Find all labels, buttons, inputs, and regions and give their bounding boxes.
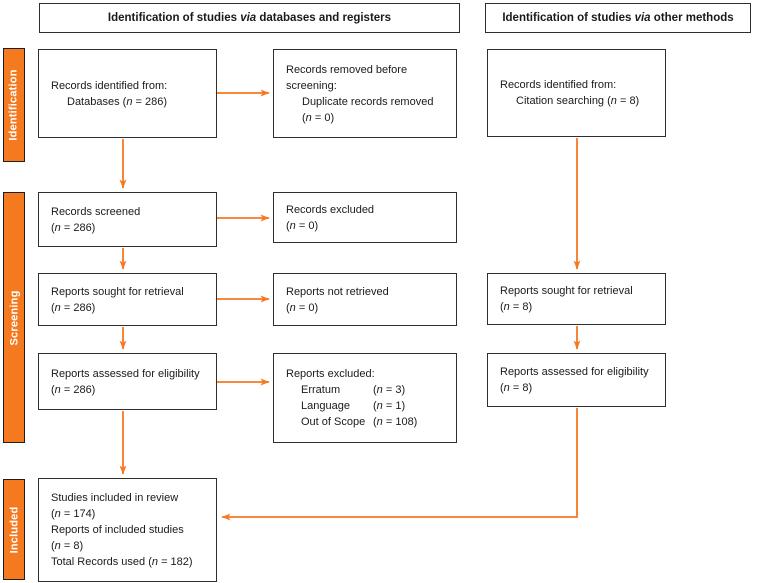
exclusion-reason-count: (n = 3) (373, 384, 406, 396)
box-text-line: Records removed before screening: (286, 63, 408, 92)
box-text-line: Reports assessed for eligibility (51, 367, 200, 380)
header-databases-registers: Identification of studies via databases … (39, 3, 460, 33)
exclusion-reason-label: Out of Scope (301, 416, 366, 428)
box-text-line: Reports assessed for eligibility (500, 366, 649, 378)
box-text-line: Duplicate records removed (302, 95, 434, 108)
box-reports-not-retrieved: Reports not retrieved (n = 0) (273, 273, 457, 326)
box-records-excluded: Records excluded (n = 0) (273, 192, 457, 243)
phase-bar-included-label: Included (8, 506, 21, 553)
box-text-line: (n = 286) (51, 221, 96, 234)
box-text-line: Records identified from: (51, 79, 168, 92)
phase-bar-included: Included (3, 479, 25, 580)
phase-bar-identification: Identification (3, 48, 25, 162)
box-records-removed: Records removed before screening: Duplic… (273, 49, 457, 138)
box-text-line: (n = 0) (286, 301, 319, 314)
phase-bar-screening-label: Screening (8, 290, 20, 345)
exclusion-reason-row: Erratum (n = 3) (301, 382, 452, 398)
box-text-line: Total Records used (n = 182) (51, 556, 193, 568)
box-reports-sought-databases: Reports sought for retrieval (n = 286) (38, 273, 217, 326)
exclusion-reason-row: Out of Scope (n = 108) (301, 414, 452, 430)
box-records-identified-databases: Records identified from: Databases (n = … (38, 49, 217, 138)
box-text-line: Studies included in review (51, 492, 179, 504)
box-text-line: (n = 8) (500, 301, 533, 313)
box-text-line: Records identified from: (500, 79, 617, 91)
box-text-line: (n = 0) (302, 111, 335, 124)
exclusion-reason-label: Erratum (301, 384, 341, 396)
box-text-line: Databases (n = 286) (67, 95, 167, 108)
box-text-line: Reports not retrieved (286, 285, 389, 298)
header-databases-registers-label: Identification of studies via databases … (107, 12, 392, 24)
exclusion-reason-label: Language (301, 400, 350, 412)
box-text-line: Citation searching (n = 8) (516, 95, 640, 107)
box-text-line: (n = 0) (286, 219, 319, 232)
phase-bar-identification-label: Identification (8, 69, 20, 141)
box-studies-included: Studies included in review (n = 174) Rep… (38, 478, 217, 582)
exclusion-reason-count: (n = 108) (373, 416, 418, 428)
box-text-line: Reports sought for retrieval (500, 285, 633, 297)
box-reports-assessed-other: Reports assessed for eligibility (n = 8) (487, 353, 666, 407)
box-text-line: (n = 286) (51, 383, 96, 396)
box-reports-excluded: Reports excluded: Erratum (n = 3) Langua… (273, 353, 457, 443)
header-other-methods-label: Identification of studies via other meth… (502, 12, 734, 24)
box-reports-sought-other: Reports sought for retrieval (n = 8) (487, 273, 666, 325)
box-text-line: (n = 8) (51, 540, 84, 552)
header-other-methods: Identification of studies via other meth… (485, 3, 751, 33)
box-records-screened: Records screened (n = 286) (38, 192, 217, 247)
phase-bar-screening: Screening (3, 192, 25, 443)
box-text-line: (n = 174) (51, 508, 96, 520)
box-reports-assessed-databases: Reports assessed for eligibility (n = 28… (38, 353, 217, 410)
box-text-line: Reports excluded: (286, 368, 375, 380)
box-text-line: (n = 8) (500, 382, 533, 394)
exclusion-reason-row: Language (n = 1) (301, 398, 452, 414)
box-text-line: Reports sought for retrieval (51, 285, 184, 298)
box-text-line: (n = 286) (51, 301, 96, 314)
box-text-line: Reports of included studies (51, 524, 184, 536)
box-records-identified-other: Records identified from: Citation search… (487, 49, 666, 137)
exclusion-reason-count: (n = 1) (373, 400, 406, 412)
box-text-line: Records screened (51, 205, 141, 218)
box-text-line: Records excluded (286, 203, 375, 216)
